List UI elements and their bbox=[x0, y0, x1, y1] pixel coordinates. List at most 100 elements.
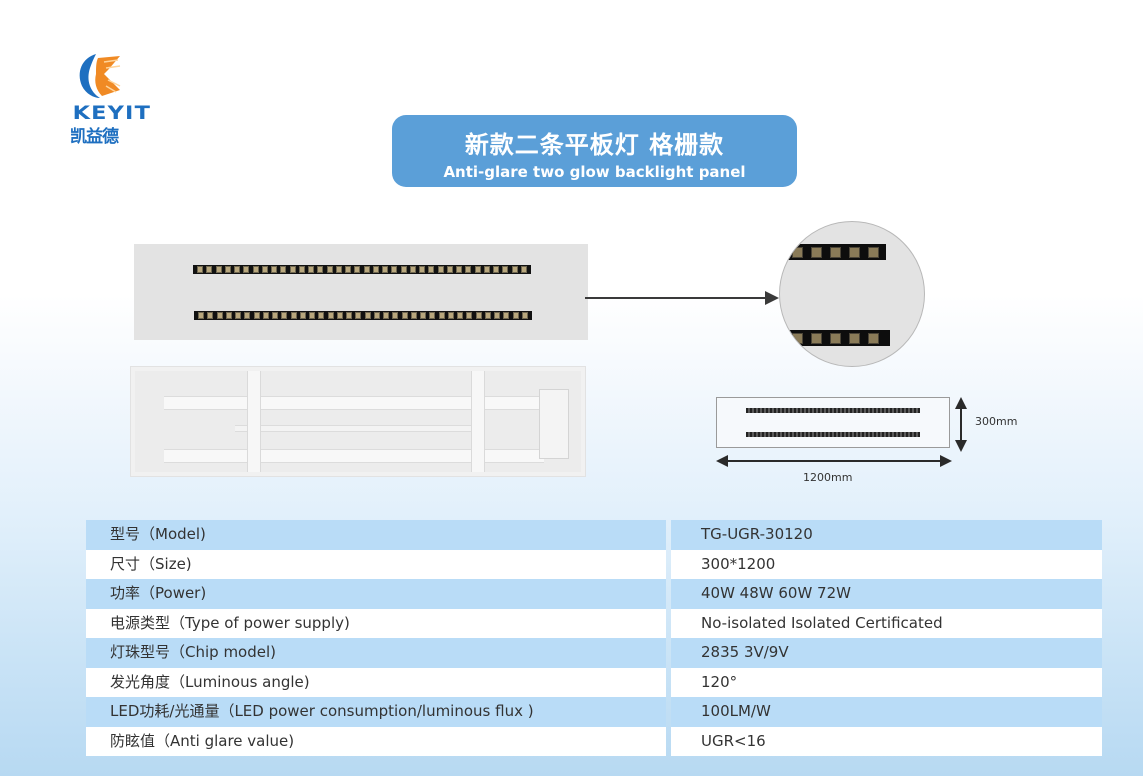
width-dimension-line bbox=[719, 460, 949, 462]
led-chip bbox=[290, 312, 297, 319]
led-chip bbox=[289, 266, 296, 273]
spec-value: 120° bbox=[671, 667, 1102, 697]
height-dimension-label: 300mm bbox=[975, 415, 1018, 428]
driver-box bbox=[539, 389, 569, 459]
led-chip bbox=[281, 312, 288, 319]
led-closeup-strip-top bbox=[780, 244, 886, 260]
led-chip bbox=[244, 312, 251, 319]
led-chip bbox=[215, 266, 222, 273]
led-chip bbox=[335, 266, 342, 273]
spec-label: 电源类型（Type of power supply) bbox=[86, 608, 666, 638]
spec-label: 灯珠型号（Chip model) bbox=[86, 638, 666, 668]
arrow-up-icon bbox=[955, 397, 967, 409]
product-title-en: Anti-glare two glow backlight panel bbox=[443, 163, 746, 181]
led-chip bbox=[327, 312, 334, 319]
led-chip bbox=[811, 246, 822, 258]
led-chip bbox=[309, 312, 315, 319]
spec-label: 型号（Model) bbox=[86, 520, 666, 550]
led-chip bbox=[868, 332, 879, 344]
led-chip bbox=[474, 266, 481, 273]
dimension-drawing bbox=[716, 397, 950, 448]
led-chip bbox=[318, 312, 325, 319]
led-chip bbox=[354, 266, 361, 273]
led-chip bbox=[272, 312, 278, 319]
table-row: 发光角度（Luminous angle) 120° bbox=[86, 667, 1102, 697]
spec-value: 40W 48W 60W 72W bbox=[671, 579, 1102, 609]
led-chip bbox=[446, 266, 453, 273]
table-row: 防眩值（Anti glare value) UGR<16 bbox=[86, 726, 1102, 756]
spec-table: 型号（Model) TG-UGR-30120 尺寸（Size) 300*1200… bbox=[86, 520, 1102, 756]
table-row: 尺寸（Size) 300*1200 bbox=[86, 549, 1102, 579]
led-detail-closeup-image bbox=[779, 221, 925, 367]
led-chip bbox=[512, 312, 519, 319]
led-chip bbox=[207, 312, 214, 319]
led-chip bbox=[400, 266, 407, 273]
led-chip bbox=[317, 266, 324, 273]
led-chip bbox=[792, 332, 803, 344]
led-chip bbox=[520, 266, 527, 273]
led-chip bbox=[409, 266, 416, 273]
led-chip bbox=[299, 312, 306, 319]
brand-name-en: KEYIT bbox=[72, 102, 152, 124]
led-chip bbox=[429, 312, 436, 319]
led-chip bbox=[197, 266, 203, 273]
led-chip bbox=[326, 266, 333, 273]
led-chip bbox=[298, 266, 305, 273]
led-chip bbox=[271, 266, 277, 273]
spec-value: 100LM/W bbox=[671, 697, 1102, 727]
led-chip bbox=[811, 332, 822, 344]
led-chip bbox=[511, 266, 518, 273]
led-closeup-strip-bottom bbox=[780, 330, 890, 346]
led-chip bbox=[401, 312, 408, 319]
spec-label: 防眩值（Anti glare value) bbox=[86, 726, 666, 756]
panel-back-view-image bbox=[130, 366, 586, 477]
arrow-right-icon bbox=[940, 455, 952, 467]
led-chip bbox=[198, 312, 204, 319]
led-chip bbox=[392, 312, 399, 319]
led-chip bbox=[363, 266, 370, 273]
led-chip bbox=[437, 266, 444, 273]
led-chip bbox=[830, 246, 841, 258]
led-chip bbox=[243, 266, 250, 273]
led-chip bbox=[502, 266, 509, 273]
led-strip-top bbox=[193, 265, 531, 274]
led-chip bbox=[475, 312, 482, 319]
led-chip bbox=[355, 312, 362, 319]
led-chip bbox=[457, 312, 463, 319]
led-chip bbox=[261, 266, 268, 273]
table-row: 灯珠型号（Chip model) 2835 3V/9V bbox=[86, 638, 1102, 668]
led-chip bbox=[419, 266, 425, 273]
arrow-left-icon bbox=[716, 455, 728, 467]
led-chip bbox=[308, 266, 314, 273]
product-title-cn: 新款二条平板灯 格栅款 bbox=[464, 131, 725, 159]
led-chip bbox=[410, 312, 417, 319]
spec-label: 功率（Power) bbox=[86, 579, 666, 609]
led-chip bbox=[868, 246, 879, 258]
arrow-down-icon bbox=[955, 440, 967, 452]
brand-name-cn: 凯益德 bbox=[70, 127, 119, 147]
led-chip bbox=[483, 266, 490, 273]
table-row: 型号（Model) TG-UGR-30120 bbox=[86, 520, 1102, 550]
zoom-arrow-line bbox=[585, 297, 767, 299]
led-chip bbox=[280, 266, 287, 273]
spec-value: UGR<16 bbox=[671, 726, 1102, 756]
led-chip bbox=[849, 332, 860, 344]
led-chip bbox=[262, 312, 269, 319]
spec-label: 尺寸（Size) bbox=[86, 549, 666, 579]
led-strip-bottom bbox=[194, 311, 532, 320]
led-chip bbox=[484, 312, 491, 319]
led-chip bbox=[225, 312, 232, 319]
product-title-banner: 新款二条平板灯 格栅款 Anti-glare two glow backligh… bbox=[392, 115, 797, 187]
spec-value: 300*1200 bbox=[671, 549, 1102, 579]
led-chip bbox=[466, 312, 473, 319]
led-chip bbox=[792, 246, 803, 258]
led-chip bbox=[849, 246, 860, 258]
spec-value: TG-UGR-30120 bbox=[671, 520, 1102, 550]
spec-value: No-isolated Isolated Certificated bbox=[671, 608, 1102, 638]
spec-label: 发光角度（Luminous angle) bbox=[86, 667, 666, 697]
led-chip bbox=[465, 266, 472, 273]
led-chip bbox=[372, 266, 379, 273]
table-row: 功率（Power) 40W 48W 60W 72W bbox=[86, 579, 1102, 609]
led-chip bbox=[383, 312, 389, 319]
led-chip bbox=[494, 312, 500, 319]
